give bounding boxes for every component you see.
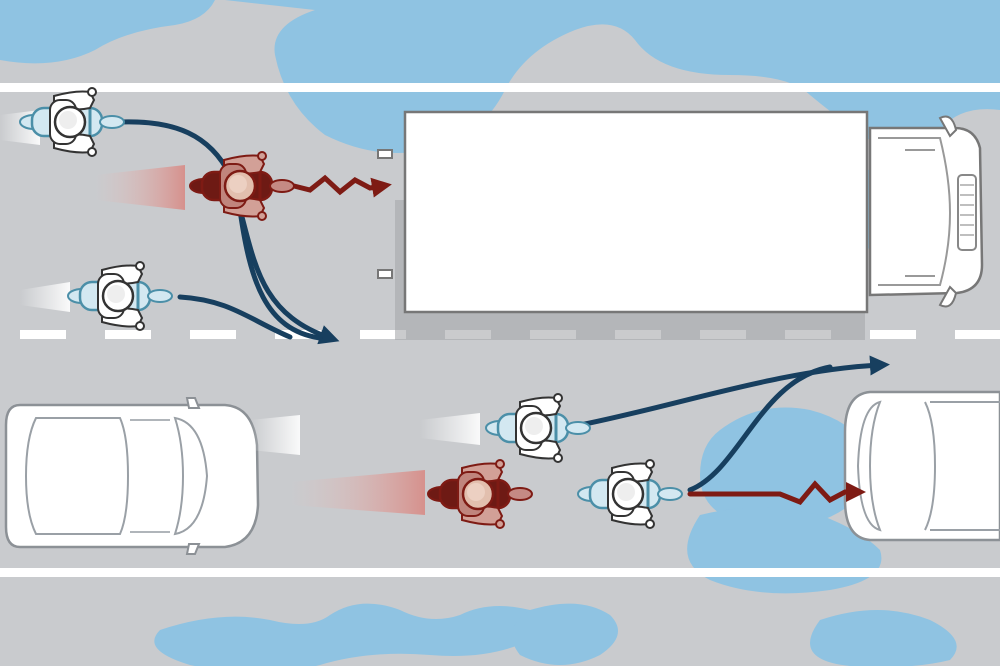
car-icon xyxy=(843,390,1000,542)
danger-path-arrow xyxy=(687,480,866,505)
road-edge-bottom xyxy=(0,568,1000,577)
headlight-beams xyxy=(0,110,480,515)
riding-paths xyxy=(117,119,890,505)
safe-path-arrow xyxy=(577,355,890,428)
road-edge-top xyxy=(0,83,1000,92)
safe-path-arrow xyxy=(237,207,323,341)
truck-icon xyxy=(377,110,984,340)
danger-path-arrow xyxy=(287,174,392,198)
safe-path-arrow xyxy=(687,364,833,493)
safe-path-arrow xyxy=(177,294,293,340)
car-icon xyxy=(4,397,260,555)
